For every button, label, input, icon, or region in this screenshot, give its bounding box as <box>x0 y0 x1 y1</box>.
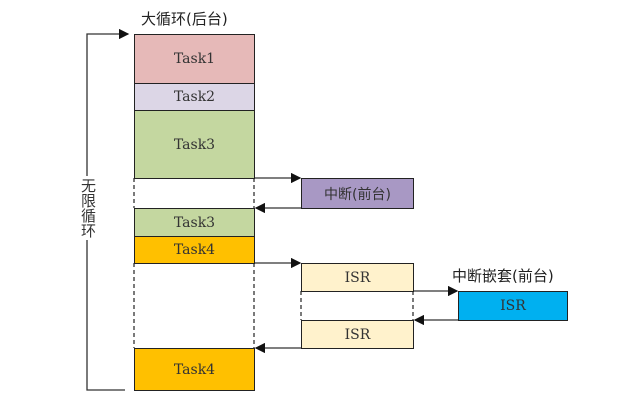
isr-block: ISR <box>301 263 414 292</box>
background-label: 大循环(后台) <box>141 10 228 28</box>
task-block: Task1 <box>134 34 255 84</box>
isr-block: ISR <box>301 320 414 349</box>
nested-label: 中断嵌套(前台) <box>452 267 554 285</box>
task-block: Task2 <box>134 83 255 111</box>
task-block: Task3 <box>134 110 255 179</box>
task-block: Task3 <box>134 208 255 237</box>
loop-label: 无限循环 <box>78 176 99 240</box>
interrupt-block: 中断(前台) <box>301 178 414 209</box>
nested-isr-block: ISR <box>458 291 568 321</box>
task-block: Task4 <box>134 348 255 391</box>
task-block: Task4 <box>134 236 255 264</box>
